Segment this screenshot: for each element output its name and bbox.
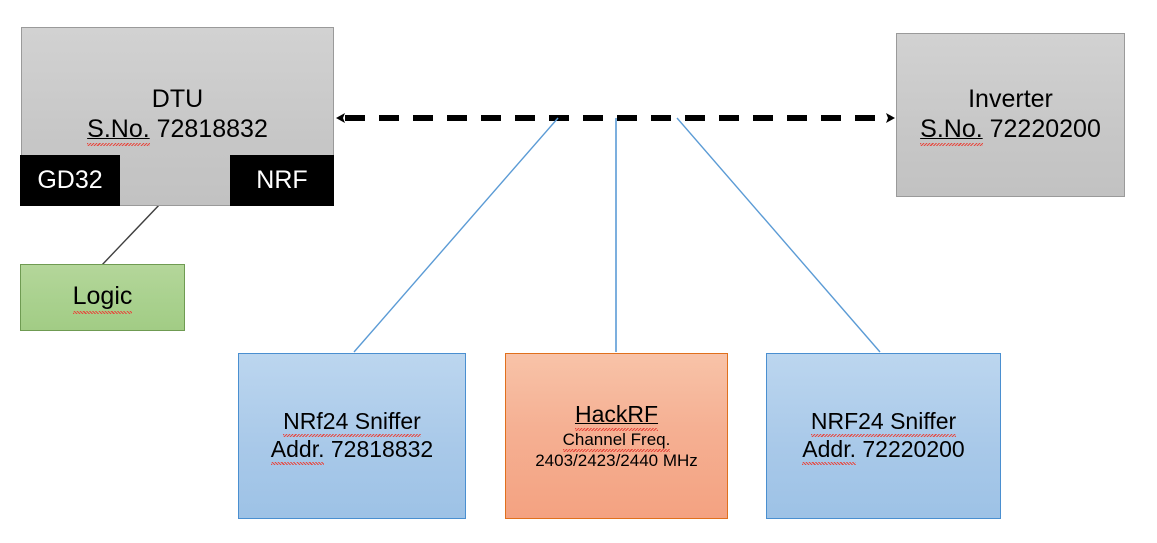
sniffer-right-addr: Addr. 72220200 [802,436,965,466]
gd32-node[interactable]: GD32 [20,155,120,206]
dtu-serial-value: 72818832 [156,114,268,143]
sniffer-left-tap [353,117,559,353]
sniffer-right-title: NRF24 Sniffer [810,408,957,438]
inverter-serial-spacer [983,115,990,143]
gd32-label: GD32 [37,165,103,194]
sniffer-right-addr-value: 72220200 [862,436,965,462]
hackrf-subtitle: Channel Freq. [562,430,670,452]
nrf-node[interactable]: NRF [230,155,334,206]
sniffer-left-addr-value: 72818832 [330,436,434,462]
sniffer-left-node[interactable]: NRf24 Sniffer Addr. 72818832 [238,353,466,519]
inverter-node[interactable]: Inverter S.No. 72220200 [896,33,1125,197]
dtu-serial: S.No. 72818832 [87,115,268,146]
logic-label: Logic [72,282,132,314]
sniffer-left-addr: Addr. 72818832 [270,436,434,466]
inverter-title: Inverter [968,85,1053,113]
inverter-serial-value: 72220200 [989,114,1101,143]
sniffer-left-title: NRf24 Sniffer [283,408,421,438]
dtu-title: DTU [151,85,204,113]
dtu-serial-value-spacer [150,115,157,143]
hackrf-title: HackRF [574,401,659,431]
logic-node[interactable]: Logic [20,264,185,331]
sniffer-right-node[interactable]: NRF24 Sniffer Addr. 72220200 [766,353,1001,519]
nrf-label: NRF [256,165,308,194]
hackrf-frequencies: 2403/2423/2440 MHz [535,450,698,470]
inverter-serial-prefix: S.No. [920,115,983,146]
sniffer-right-addr-prefix: Addr. [802,436,856,466]
hackrf-node[interactable]: HackRF Channel Freq. 2403/2423/2440 MHz [505,353,728,519]
sniffer-left-addr-prefix: Addr. [270,436,324,466]
dtu-serial-prefix: S.No. [87,115,150,146]
sniffer-right-tap [676,117,881,353]
inverter-serial: S.No. 72220200 [920,115,1101,146]
